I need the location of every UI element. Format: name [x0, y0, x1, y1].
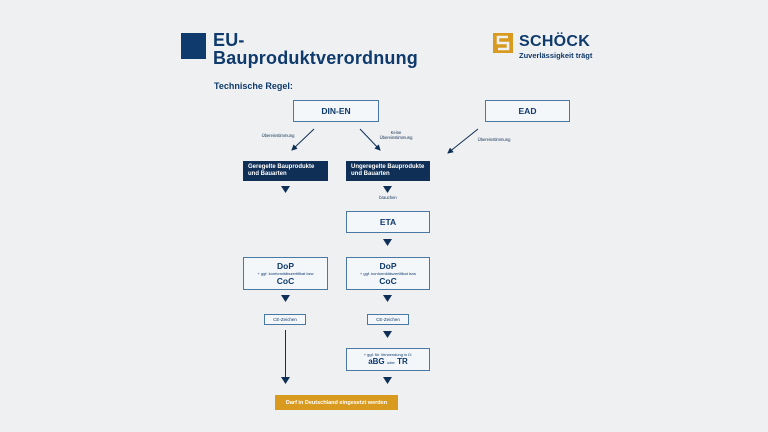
- abg-connector: oder: [386, 359, 395, 365]
- arrow-abg-down: [383, 377, 392, 384]
- title-square-icon: [181, 33, 206, 59]
- eta-box: ETA: [346, 211, 430, 233]
- abg-note: + ggf. für Verwendung in D:: [363, 351, 413, 357]
- final-result-box: Darf in Deutschland eingesetzt werden: [275, 395, 398, 410]
- section-label: Technische Regel:: [214, 81, 293, 91]
- page-title-line2: Bauproduktverordnung: [213, 48, 418, 68]
- annotation-uebereinstimmung-left: Übereinstimmung: [261, 133, 295, 138]
- schoeck-logo-icon: [493, 33, 513, 53]
- geregelte-label: Geregelte Bauprodukte und Bauarten: [248, 164, 315, 177]
- dop-right-coc: CoC: [379, 276, 397, 286]
- eta-label: ETA: [379, 217, 397, 227]
- arrow-ungeregelte-down: [383, 186, 392, 193]
- arrow-dop-right-down: [383, 295, 392, 302]
- annotation-keine-line2: Übereinstimmung: [379, 135, 413, 140]
- ce-mark-right-label: CE-Zeichen: [376, 317, 400, 322]
- dop-right-subtitle: + ggf. konformitätszertifikat bzw: [359, 271, 417, 276]
- page-title: EU- Bauproduktverordnung: [213, 31, 418, 67]
- page-title-line1: EU-: [213, 30, 245, 50]
- arrow-ce-left-down: [281, 377, 290, 384]
- arrow-ead-to-ungeregelte: [447, 128, 479, 154]
- annotation-brauchen: brauchen: [379, 195, 397, 200]
- logo-wordmark: SCHÖCK: [519, 33, 591, 50]
- dop-left-coc: CoC: [276, 276, 295, 286]
- ead-label: EAD: [518, 106, 537, 116]
- dop-left-title: DoP: [277, 261, 294, 271]
- ce-mark-left: CE-Zeichen: [264, 314, 306, 325]
- dop-right-title: DoP: [379, 261, 397, 271]
- arrow-eta-down: [383, 239, 392, 246]
- ead-box: EAD: [485, 100, 570, 122]
- abg-label: aBG: [368, 356, 385, 366]
- tr-label: TR: [397, 356, 408, 366]
- ungeregelte-box: Ungeregelte Bauprodukte und Bauarten: [346, 161, 430, 181]
- ce-mark-right: CE-Zeichen: [367, 314, 409, 325]
- annotation-keine-line1: Keine: [390, 130, 402, 135]
- ce-mark-left-label: CE-Zeichen: [273, 317, 297, 322]
- arrow-din-to-geregelte: [291, 128, 315, 151]
- logo-tagline: Zuverlässigkeit trägt: [519, 51, 593, 60]
- annotation-keine-uebereinstimmung: Keine Übereinstimmung: [368, 130, 424, 140]
- arrow-dop-left-down: [281, 295, 290, 302]
- dop-left-subtitle: + ggf. konformitätszertifikat bzw: [257, 271, 314, 276]
- dop-right-box: DoP + ggf. konformitätszertifikat bzw Co…: [346, 257, 430, 290]
- dop-left-box: DoP + ggf. konformitätszertifikat bzw Co…: [243, 257, 328, 290]
- final-result-label: Darf in Deutschland eingesetzt werden: [285, 399, 388, 406]
- din-en-box: DIN-EN: [293, 100, 379, 122]
- arrow-geregelte-down: [281, 186, 290, 193]
- abg-tr-line: aBG oder TR: [368, 357, 408, 368]
- arrow-ce-right-down: [383, 331, 392, 338]
- ungeregelte-label: Ungeregelte Bauprodukte und Bauarten: [351, 164, 425, 177]
- din-en-label: DIN-EN: [321, 106, 351, 116]
- geregelte-box: Geregelte Bauprodukte und Bauarten: [243, 161, 328, 181]
- abg-tr-box: + ggf. für Verwendung in D: aBG oder TR: [346, 348, 430, 371]
- arrow-din-to-ungeregelte: [359, 128, 381, 151]
- annotation-uebereinstimmung-right: Übereinstimmung: [477, 137, 511, 142]
